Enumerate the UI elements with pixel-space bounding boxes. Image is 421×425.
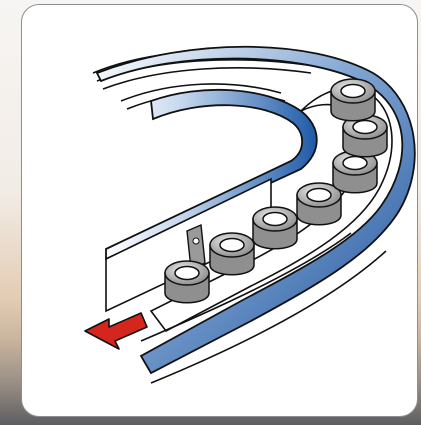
illustration-card — [21, 4, 418, 417]
vial-7 — [330, 78, 376, 122]
vial-4 — [296, 182, 342, 226]
vial-5 — [332, 150, 378, 194]
belt-inner-swoosh — [105, 88, 318, 261]
sensor-bracket — [186, 223, 206, 271]
direction-arrow-icon — [84, 312, 148, 350]
rail-lines — [140, 232, 387, 384]
conveyor-illustration — [84, 45, 416, 384]
vial-3 — [252, 206, 298, 250]
vial-1 — [164, 260, 210, 304]
vial-2 — [209, 232, 255, 276]
vial-group — [164, 78, 388, 304]
